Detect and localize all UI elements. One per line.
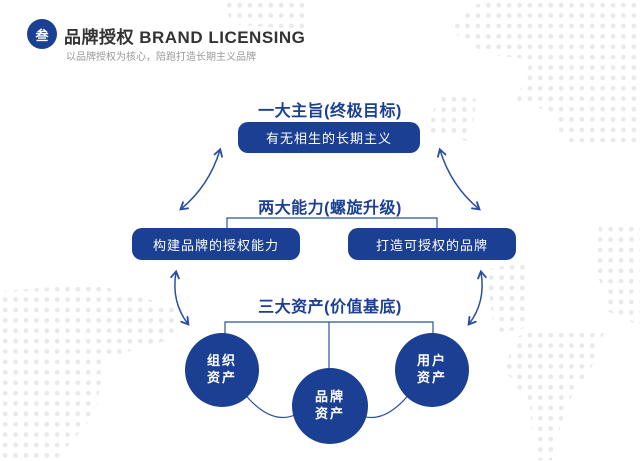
- level1-box: 有无相生的长期主义: [238, 122, 420, 153]
- page-subtitle: 以品牌授权为核心，陪跑打造长期主义品牌: [66, 52, 256, 63]
- asset-circle-label: 资产: [206, 370, 237, 385]
- level2-box-right: 打造可授权的品牌: [348, 228, 516, 260]
- page-title: 品牌授权 BRAND LICENSING: [64, 28, 306, 47]
- bracket-two-boxes: [226, 217, 438, 229]
- arrow-left-upper: [179, 147, 223, 211]
- asset-circle-brand: 品牌 资产: [292, 368, 368, 444]
- arrow-left-lower: [170, 269, 190, 326]
- level2-box-left: 构建品牌的授权能力: [132, 228, 300, 260]
- asset-circle-user: 用户 资产: [395, 333, 469, 407]
- arc-left-circles: [242, 391, 298, 419]
- asset-circle-label: 用户: [416, 353, 447, 369]
- asset-circle-organization: 组织 资产: [185, 333, 259, 407]
- arrow-right-upper: [437, 147, 481, 211]
- section-number-badge: 叁: [27, 19, 57, 49]
- level1-heading: 一大主旨(终极目标): [258, 103, 402, 120]
- asset-circle-label: 品牌: [314, 389, 345, 405]
- asset-circle-label: 资产: [314, 406, 345, 421]
- arrow-right-lower: [467, 269, 487, 326]
- level3-heading: 三大资产(价值基底): [258, 299, 402, 316]
- asset-circle-label: 组织: [206, 353, 237, 369]
- asset-circle-label: 资产: [416, 370, 447, 385]
- level2-heading: 两大能力(螺旋升级): [258, 200, 402, 217]
